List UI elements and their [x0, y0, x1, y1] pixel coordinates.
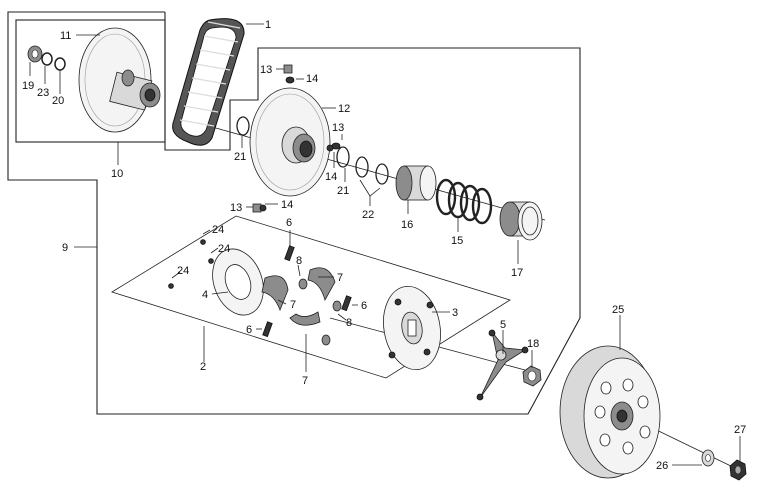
label-shoe7b: 7 — [290, 299, 296, 311]
pins-24 — [168, 239, 214, 289]
label-roller8a: 8 — [296, 255, 302, 267]
assembly-2-plane — [111, 215, 511, 379]
label-pin24a: 24 — [212, 224, 224, 236]
label-spring6c: 6 — [246, 324, 252, 336]
collar — [395, 165, 437, 201]
spring-cup — [499, 201, 543, 241]
label-pulley12: 12 — [338, 103, 350, 115]
pin-13-mid — [326, 142, 341, 152]
oring-21-left — [236, 116, 250, 136]
label-washer26: 26 — [656, 460, 668, 472]
washer-26 — [701, 449, 715, 467]
label-bracket5: 5 — [500, 319, 506, 331]
clutch-bell — [559, 345, 661, 479]
label-plate4: 4 — [202, 289, 208, 301]
fixed-pulley — [78, 27, 161, 133]
clutch-shoes — [261, 267, 336, 326]
rollers-8 — [298, 278, 342, 346]
callout-labels: 1 2 3 4 5 6 6 6 7 7 7 8 8 9 10 11 12 13 … — [22, 19, 746, 472]
nut-18 — [522, 365, 542, 387]
label-assy10: 10 — [111, 168, 123, 180]
springs-6 — [262, 245, 352, 338]
label-cap14a: 14 — [306, 73, 318, 85]
label-collar16: 16 — [401, 219, 413, 231]
label-assy2: 2 — [200, 361, 206, 373]
label-spring15: 15 — [451, 235, 463, 247]
label-pin13c: 13 — [230, 202, 242, 214]
drive-belt — [172, 18, 245, 146]
label-pin24c: 24 — [177, 265, 189, 277]
assembly-9-frame — [7, 11, 581, 415]
compression-spring — [435, 178, 493, 225]
pin-13-low — [252, 203, 267, 213]
label-pin24b: 24 — [218, 243, 230, 255]
label-pin13b: 13 — [332, 122, 344, 134]
label-shoe7a: 7 — [337, 272, 343, 284]
label-cup17: 17 — [511, 267, 523, 279]
label-assy9: 9 — [62, 242, 68, 254]
label-pin13a: 13 — [260, 64, 272, 76]
oring-group — [336, 146, 389, 185]
label-nut27: 27 — [734, 424, 746, 436]
drive-plate — [383, 285, 441, 371]
label-bearing19: 19 — [22, 80, 34, 92]
label-oring21b: 21 — [337, 185, 349, 197]
label-nut18: 18 — [527, 338, 539, 350]
bracket — [476, 329, 529, 401]
nut-27 — [729, 459, 747, 481]
label-cap14b: 14 — [325, 171, 337, 183]
label-seal20: 20 — [52, 95, 64, 107]
label-oring21a: 21 — [234, 151, 246, 163]
clutch-plate-left — [212, 248, 264, 316]
label-belt: 1 — [265, 19, 271, 31]
pin-13-top — [283, 64, 295, 84]
movable-pulley — [249, 87, 331, 197]
label-pulley11: 11 — [60, 30, 71, 42]
label-spring6b: 6 — [361, 300, 367, 312]
inset-bearings — [27, 45, 66, 71]
assembly-10-frame — [15, 19, 166, 143]
label-cap14c: 14 — [281, 199, 293, 211]
label-spring6a: 6 — [286, 217, 292, 229]
leader-lines — [29, 23, 741, 466]
label-roller8b: 8 — [346, 317, 352, 329]
label-oring22: 22 — [362, 209, 374, 221]
label-bell25: 25 — [612, 304, 624, 316]
label-shoe7c: 7 — [302, 375, 308, 387]
label-plate3: 3 — [452, 307, 458, 319]
label-bearing23: 23 — [37, 87, 49, 99]
